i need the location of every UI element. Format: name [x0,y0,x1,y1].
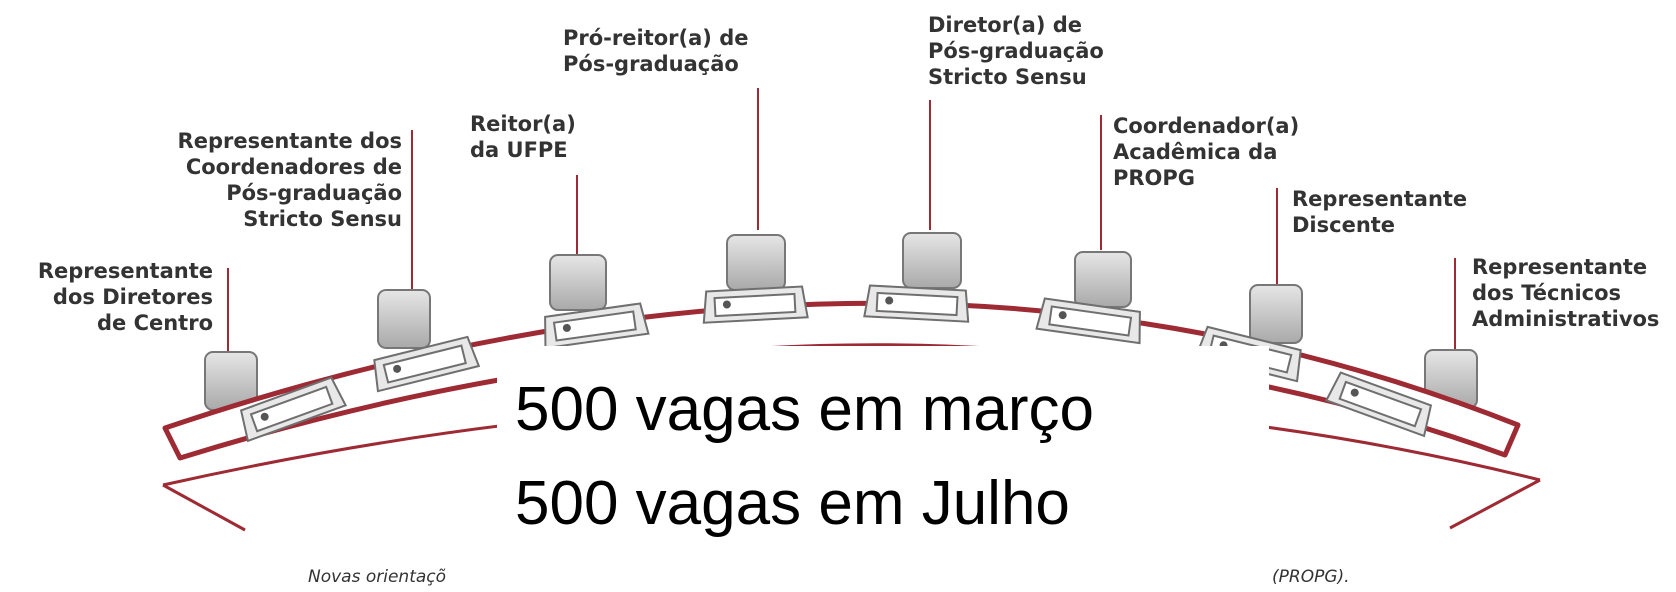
role-label-diretor: Diretor(a) de Pós-graduação Stricto Sens… [928,13,1104,89]
nameplate-6 [1035,297,1141,345]
vacancies-march: 500 vagas em março [515,375,1094,444]
nameplate-4 [702,285,809,324]
chair-7 [1249,284,1303,344]
role-label-representante-discente: Representante Discente [1292,187,1468,237]
role-label-representante-coordenadores: Representante dos Coordenadores de Pós-g… [177,129,402,231]
caption-left: Novas orientaçõ [308,567,447,587]
nameplates [239,284,1433,443]
role-label-representante-tecnicos: Representante dos Técnicos Administrativ… [1472,255,1660,331]
role-label-representante-diretores: Representante dos Diretores de Centro [37,259,213,335]
role-label-reitor: Reitor(a) da UFPE [470,112,576,162]
nameplate-1 [239,376,348,443]
chair-3 [549,254,607,311]
role-label-coordenador-academica: Coordenador(a) Acadêmica da PROPG [1113,114,1300,190]
floor-arc-left [162,483,246,532]
role-label-pro-reitor: Pró-reitor(a) de Pós-graduação [563,26,749,76]
chair-2 [377,289,431,349]
nameplate-3 [544,302,650,350]
nameplate-5 [863,284,970,323]
nameplate-2 [373,335,481,393]
chair-5 [902,232,962,289]
chair-6 [1074,251,1132,308]
nameplate-8 [1324,371,1433,438]
leader-lines [227,88,1456,358]
floor-arc-right [1449,478,1541,530]
chair-4 [726,234,786,291]
vacancies-july: 500 vagas em Julho [515,469,1070,538]
vacancies-overlay: 500 vagas em março 500 vagas em Julho [497,346,1269,592]
caption-right: (PROPG). [1272,567,1350,587]
